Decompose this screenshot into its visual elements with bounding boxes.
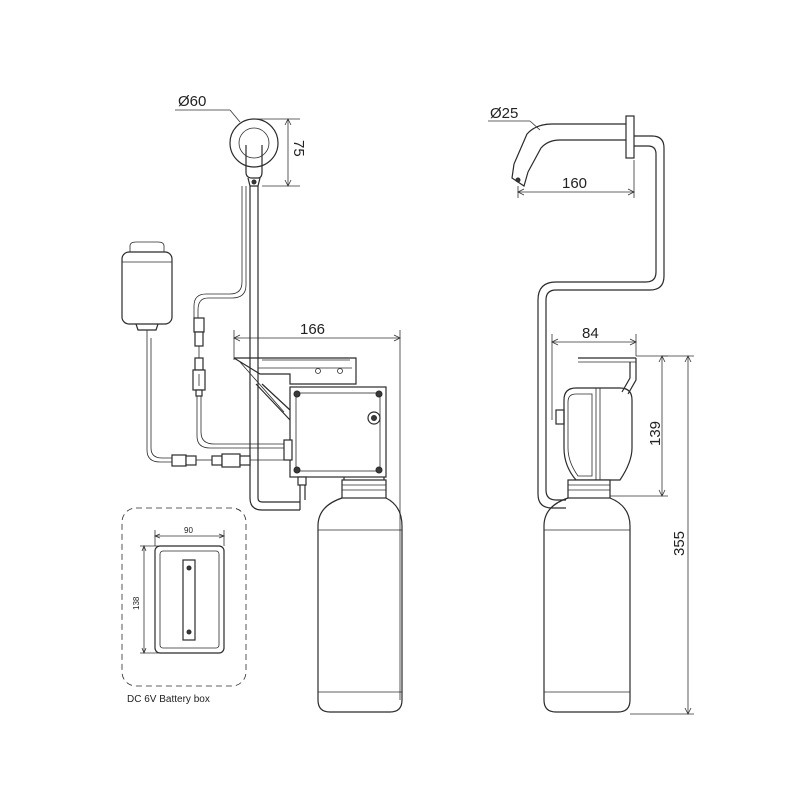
deck-bracket-right <box>578 357 637 395</box>
control-box <box>283 386 387 486</box>
connector-cable <box>196 396 290 449</box>
battery-box-width-label: 90 <box>184 526 193 535</box>
pump-height-label: 139 <box>647 421 664 446</box>
supply-pipe-right <box>537 135 665 509</box>
dim-spout-diameter: Ø25 <box>488 105 541 131</box>
outlet-height-label: 75 <box>290 140 307 157</box>
dim-outlet-height: 75 <box>254 118 307 187</box>
right-view: Ø25 160 84 <box>488 105 694 715</box>
adapter-cable <box>146 338 172 463</box>
spout <box>511 115 635 187</box>
total-height-label: 355 <box>671 531 688 556</box>
spout-diameter-label: Ø25 <box>490 105 518 122</box>
soap-bottle-right <box>543 479 631 713</box>
wall-outlet <box>229 118 279 187</box>
dim-outlet-diameter: Ø60 <box>175 93 241 123</box>
deck-bracket-left <box>233 357 357 421</box>
power-adapter <box>121 241 173 338</box>
sensor-cable <box>193 186 247 318</box>
bracket-width-left-label: 166 <box>300 321 325 338</box>
outlet-diameter-label: Ø60 <box>178 93 206 110</box>
dim-spout-length: 160 <box>517 160 635 198</box>
dim-bracket-width-left: 166 <box>233 321 401 700</box>
soap-bottle-left <box>317 477 403 713</box>
battery-box-caption: DC 6V Battery box <box>127 694 210 705</box>
pump-body <box>555 387 633 481</box>
dim-pump-height: 139 <box>610 355 668 497</box>
connector-cable-2 <box>200 396 290 445</box>
battery-box: 90 138 DC 6V Battery box <box>121 507 247 705</box>
dim-total-height: 355 <box>630 355 694 715</box>
battery-box-height-label: 138 <box>132 596 141 610</box>
cable-connector-upper <box>192 317 206 397</box>
left-view: Ø60 75 <box>121 93 403 713</box>
spout-length-label: 160 <box>562 175 587 192</box>
adapter-cable-2 <box>150 338 172 459</box>
cable-connector-lower <box>171 453 290 468</box>
bracket-width-right-label: 84 <box>582 325 599 342</box>
dim-bracket-width-right: 84 <box>551 325 637 420</box>
supply-pipe <box>249 186 306 511</box>
